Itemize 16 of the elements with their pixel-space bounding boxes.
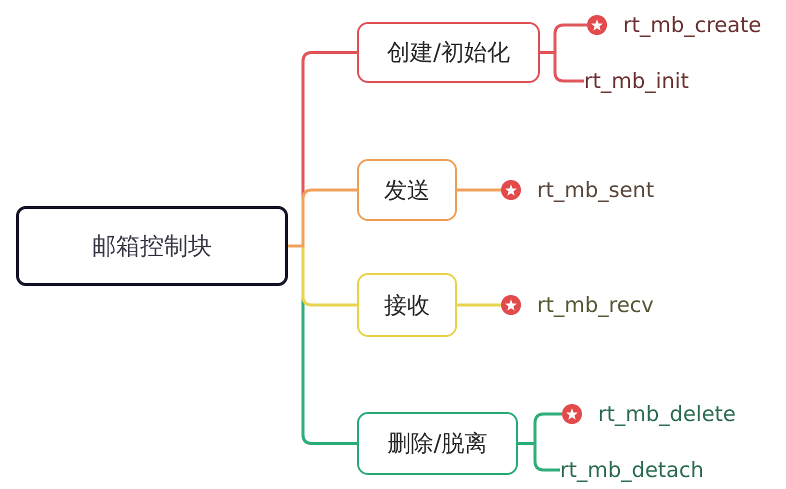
function-label: rt_mb_sent — [537, 177, 654, 203]
topic-box: 删除/脱离 — [357, 412, 518, 475]
function-label: rt_mb_delete — [598, 401, 736, 427]
connector-line — [518, 442, 560, 472]
function-label: rt_mb_detach — [560, 457, 704, 483]
function-label: rt_mb_recv — [537, 292, 654, 318]
topic-box: 接收 — [357, 273, 457, 337]
connector-line — [540, 51, 584, 82]
topic-box: 创建/初始化 — [357, 22, 540, 83]
function-label: rt_mb_init — [584, 68, 689, 94]
connector-line — [457, 188, 501, 192]
connector-line — [288, 188, 357, 248]
root-box: 邮箱控制块 — [16, 206, 288, 286]
topic-box: 发送 — [357, 159, 457, 221]
connector-line — [457, 304, 501, 306]
function-label: rt_mb_create — [623, 12, 762, 38]
